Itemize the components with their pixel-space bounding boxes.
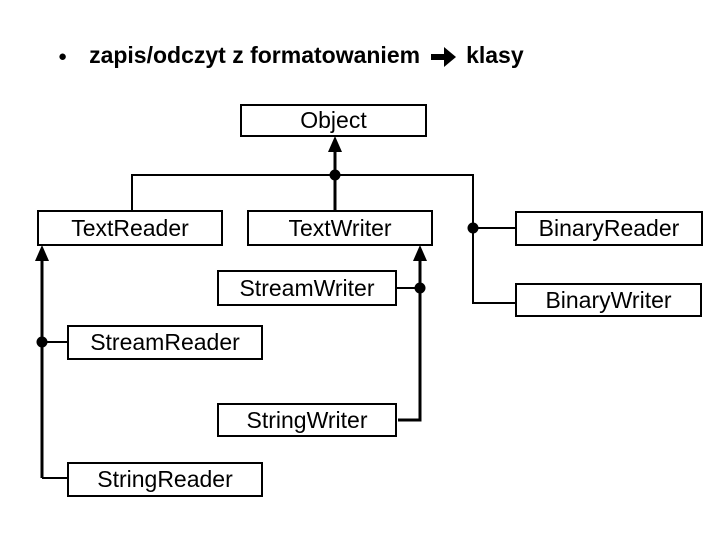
node-label: BinaryWriter	[545, 286, 672, 313]
slide-title-right: klasy	[466, 41, 524, 68]
node-binarywriter: BinaryWriter	[515, 283, 702, 317]
node-textreader: TextReader	[37, 210, 223, 246]
node-streamwriter: StreamWriter	[217, 270, 397, 306]
node-textwriter: TextWriter	[247, 210, 433, 246]
slide-title-left: zapis/odczyt z formatowaniem	[89, 41, 421, 68]
node-label: StringWriter	[246, 406, 368, 433]
right-arrow-icon	[431, 47, 457, 67]
node-binaryreader: BinaryReader	[515, 211, 703, 246]
node-label: Object	[300, 107, 367, 133]
node-stringwriter: StringWriter	[217, 403, 397, 437]
node-label: StreamWriter	[239, 274, 375, 301]
node-object: Object	[240, 104, 427, 137]
node-label: TextWriter	[288, 214, 392, 241]
node-label: BinaryReader	[538, 215, 680, 241]
bullet-icon: ●	[58, 47, 68, 65]
node-label: TextReader	[71, 214, 189, 241]
node-streamreader: StreamReader	[67, 325, 263, 360]
slide-title-row: ● zapis/odczyt z formatowaniem klasy	[58, 40, 524, 70]
node-label: StreamReader	[90, 329, 240, 355]
node-label: StringReader	[97, 466, 233, 492]
node-stringreader: StringReader	[67, 462, 263, 497]
